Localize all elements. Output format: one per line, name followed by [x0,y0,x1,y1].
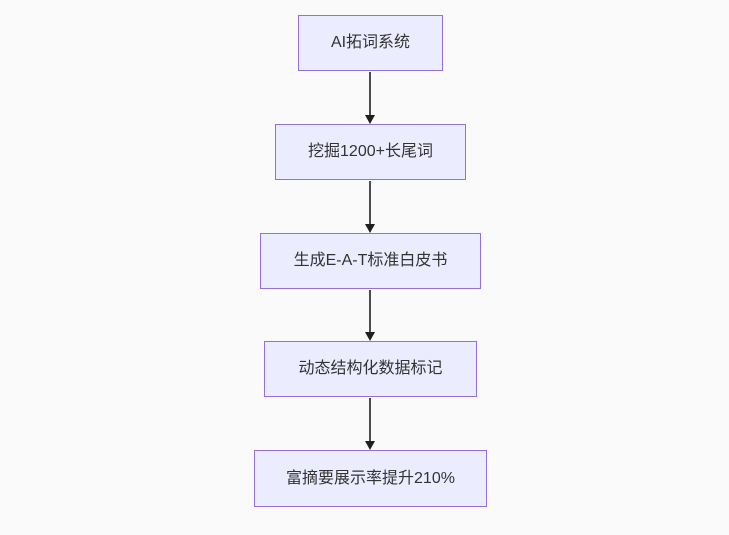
flow-edge-arrow-4 [365,398,375,450]
flow-edge-arrow-3 [365,290,375,341]
flow-node-rich-snippet-result: 富摘要展示率提升210% [254,450,487,507]
edge-line [369,72,371,116]
flow-node-label: AI拓词系统 [330,34,411,52]
flow-node-structured-data-markup: 动态结构化数据标记 [264,341,477,397]
arrowhead-down-icon [365,332,375,341]
flow-node-ai-keyword-system: AI拓词系统 [298,15,443,71]
arrowhead-down-icon [365,115,375,124]
flow-node-label: 动态结构化数据标记 [298,360,443,378]
edge-line [369,290,371,333]
flow-node-label: 生成E-A-T标准白皮书 [293,252,448,270]
edge-line [369,181,371,225]
flow-node-eat-whitepaper: 生成E-A-T标准白皮书 [260,233,481,289]
edge-line [369,398,371,442]
flow-edge-arrow-2 [365,181,375,233]
flow-edge-arrow-1 [365,72,375,124]
arrowhead-down-icon [365,441,375,450]
flow-node-label: 富摘要展示率提升210% [286,469,455,487]
flow-node-longtail-mining: 挖掘1200+长尾词 [275,124,466,180]
arrowhead-down-icon [365,224,375,233]
flow-node-label: 挖掘1200+长尾词 [308,143,433,161]
